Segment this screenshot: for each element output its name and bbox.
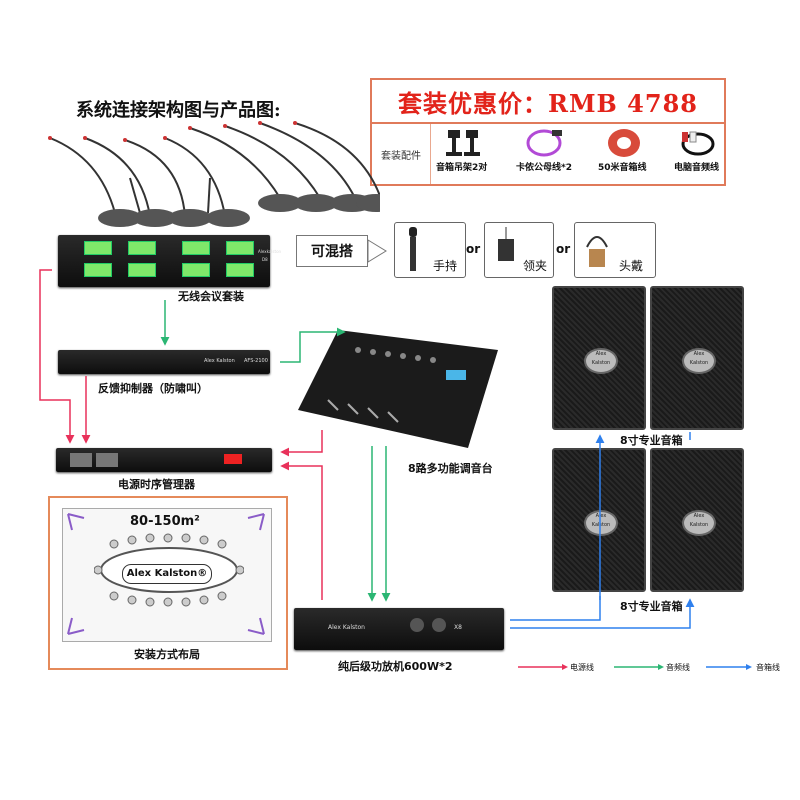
conference-microphones-icon (48, 121, 380, 227)
corner-speaker-icon (67, 617, 85, 635)
mixer-label: 8路多功能调音台 (408, 462, 493, 475)
page-title: 系统连接架构图与产品图: (76, 100, 281, 121)
speaker-top-left: Alex Kalston (552, 286, 646, 430)
promo-box: 套装优惠价：RMB 4788 套装配件 音箱吊架2对 卡侬公母线*2 50米音箱… (370, 78, 726, 186)
accessory-label-4: 电脑音频线 (674, 163, 720, 173)
room-layout-box: 80-150m² Alex Kalston® 安装方式布局 (48, 496, 288, 670)
accessories-label: 套装配件 (372, 124, 431, 184)
accessory-label-3: 50米音箱线 (598, 163, 647, 173)
feedback-suppressor: Alex Kalston AFS-2100 (58, 350, 270, 374)
lavalier-mic-option: 领夹 (484, 222, 554, 278)
corner-speaker-icon (247, 513, 265, 531)
power-sequencer (56, 448, 272, 472)
receiver-model: D8 (262, 257, 268, 262)
audio-cable-icon (681, 131, 715, 156)
speaker-cable-reel-icon (608, 129, 640, 157)
speaker-top-right: Alex Kalston (650, 286, 744, 430)
handheld-mic-icon (409, 227, 417, 271)
legend-power: 电源线 (570, 663, 594, 672)
or-text-2: or (556, 242, 571, 256)
room-label: 安装方式布局 (134, 648, 200, 661)
headset-mic-icon (586, 236, 608, 267)
wireless-receiver: Alexkalston D8 (58, 235, 281, 287)
handheld-mic-option: 手持 (394, 222, 466, 278)
room-area: 80-150m² (130, 514, 200, 529)
amp-label: 纯后级功放机600W*2 (338, 660, 453, 673)
speaker-bottom-left: Alex Kalston (552, 448, 646, 592)
speaker-bottom-right: Alex Kalston (650, 448, 744, 592)
receiver-label: 无线会议套装 (178, 290, 244, 303)
corner-speaker-icon (67, 513, 85, 531)
sequencer-label: 电源时序管理器 (118, 478, 195, 491)
legend-lines (518, 664, 752, 670)
accessory-label-2: 卡侬公母线*2 (516, 163, 572, 173)
lavalier-mic-icon (498, 227, 514, 261)
legend-audio: 音频线 (666, 663, 690, 672)
legend-speaker: 音箱线 (756, 663, 780, 672)
room-brand: Alex Kalston® (122, 564, 212, 584)
corner-speaker-icon (247, 617, 265, 635)
accessory-label-1: 音箱吊架2对 (436, 163, 488, 173)
promo-headline: 套装优惠价：RMB 4788 (372, 80, 724, 124)
arrow-right-icon (367, 239, 387, 263)
power-amplifier: Alex Kalston X8 (294, 608, 504, 650)
receiver-brand: Alexkalston (258, 249, 282, 254)
xlr-cable-icon (526, 129, 562, 157)
speaker-bracket-icon (446, 130, 480, 156)
speaker-label-1: 8寸专业音箱 (620, 434, 683, 447)
feedback-label: 反馈抑制器（防啸叫） (98, 382, 208, 395)
or-text-1: or (466, 242, 481, 256)
speaker-label-2: 8寸专业音箱 (620, 600, 683, 613)
mixer-icon (298, 330, 498, 448)
headset-mic-option: 头戴 (574, 222, 656, 278)
